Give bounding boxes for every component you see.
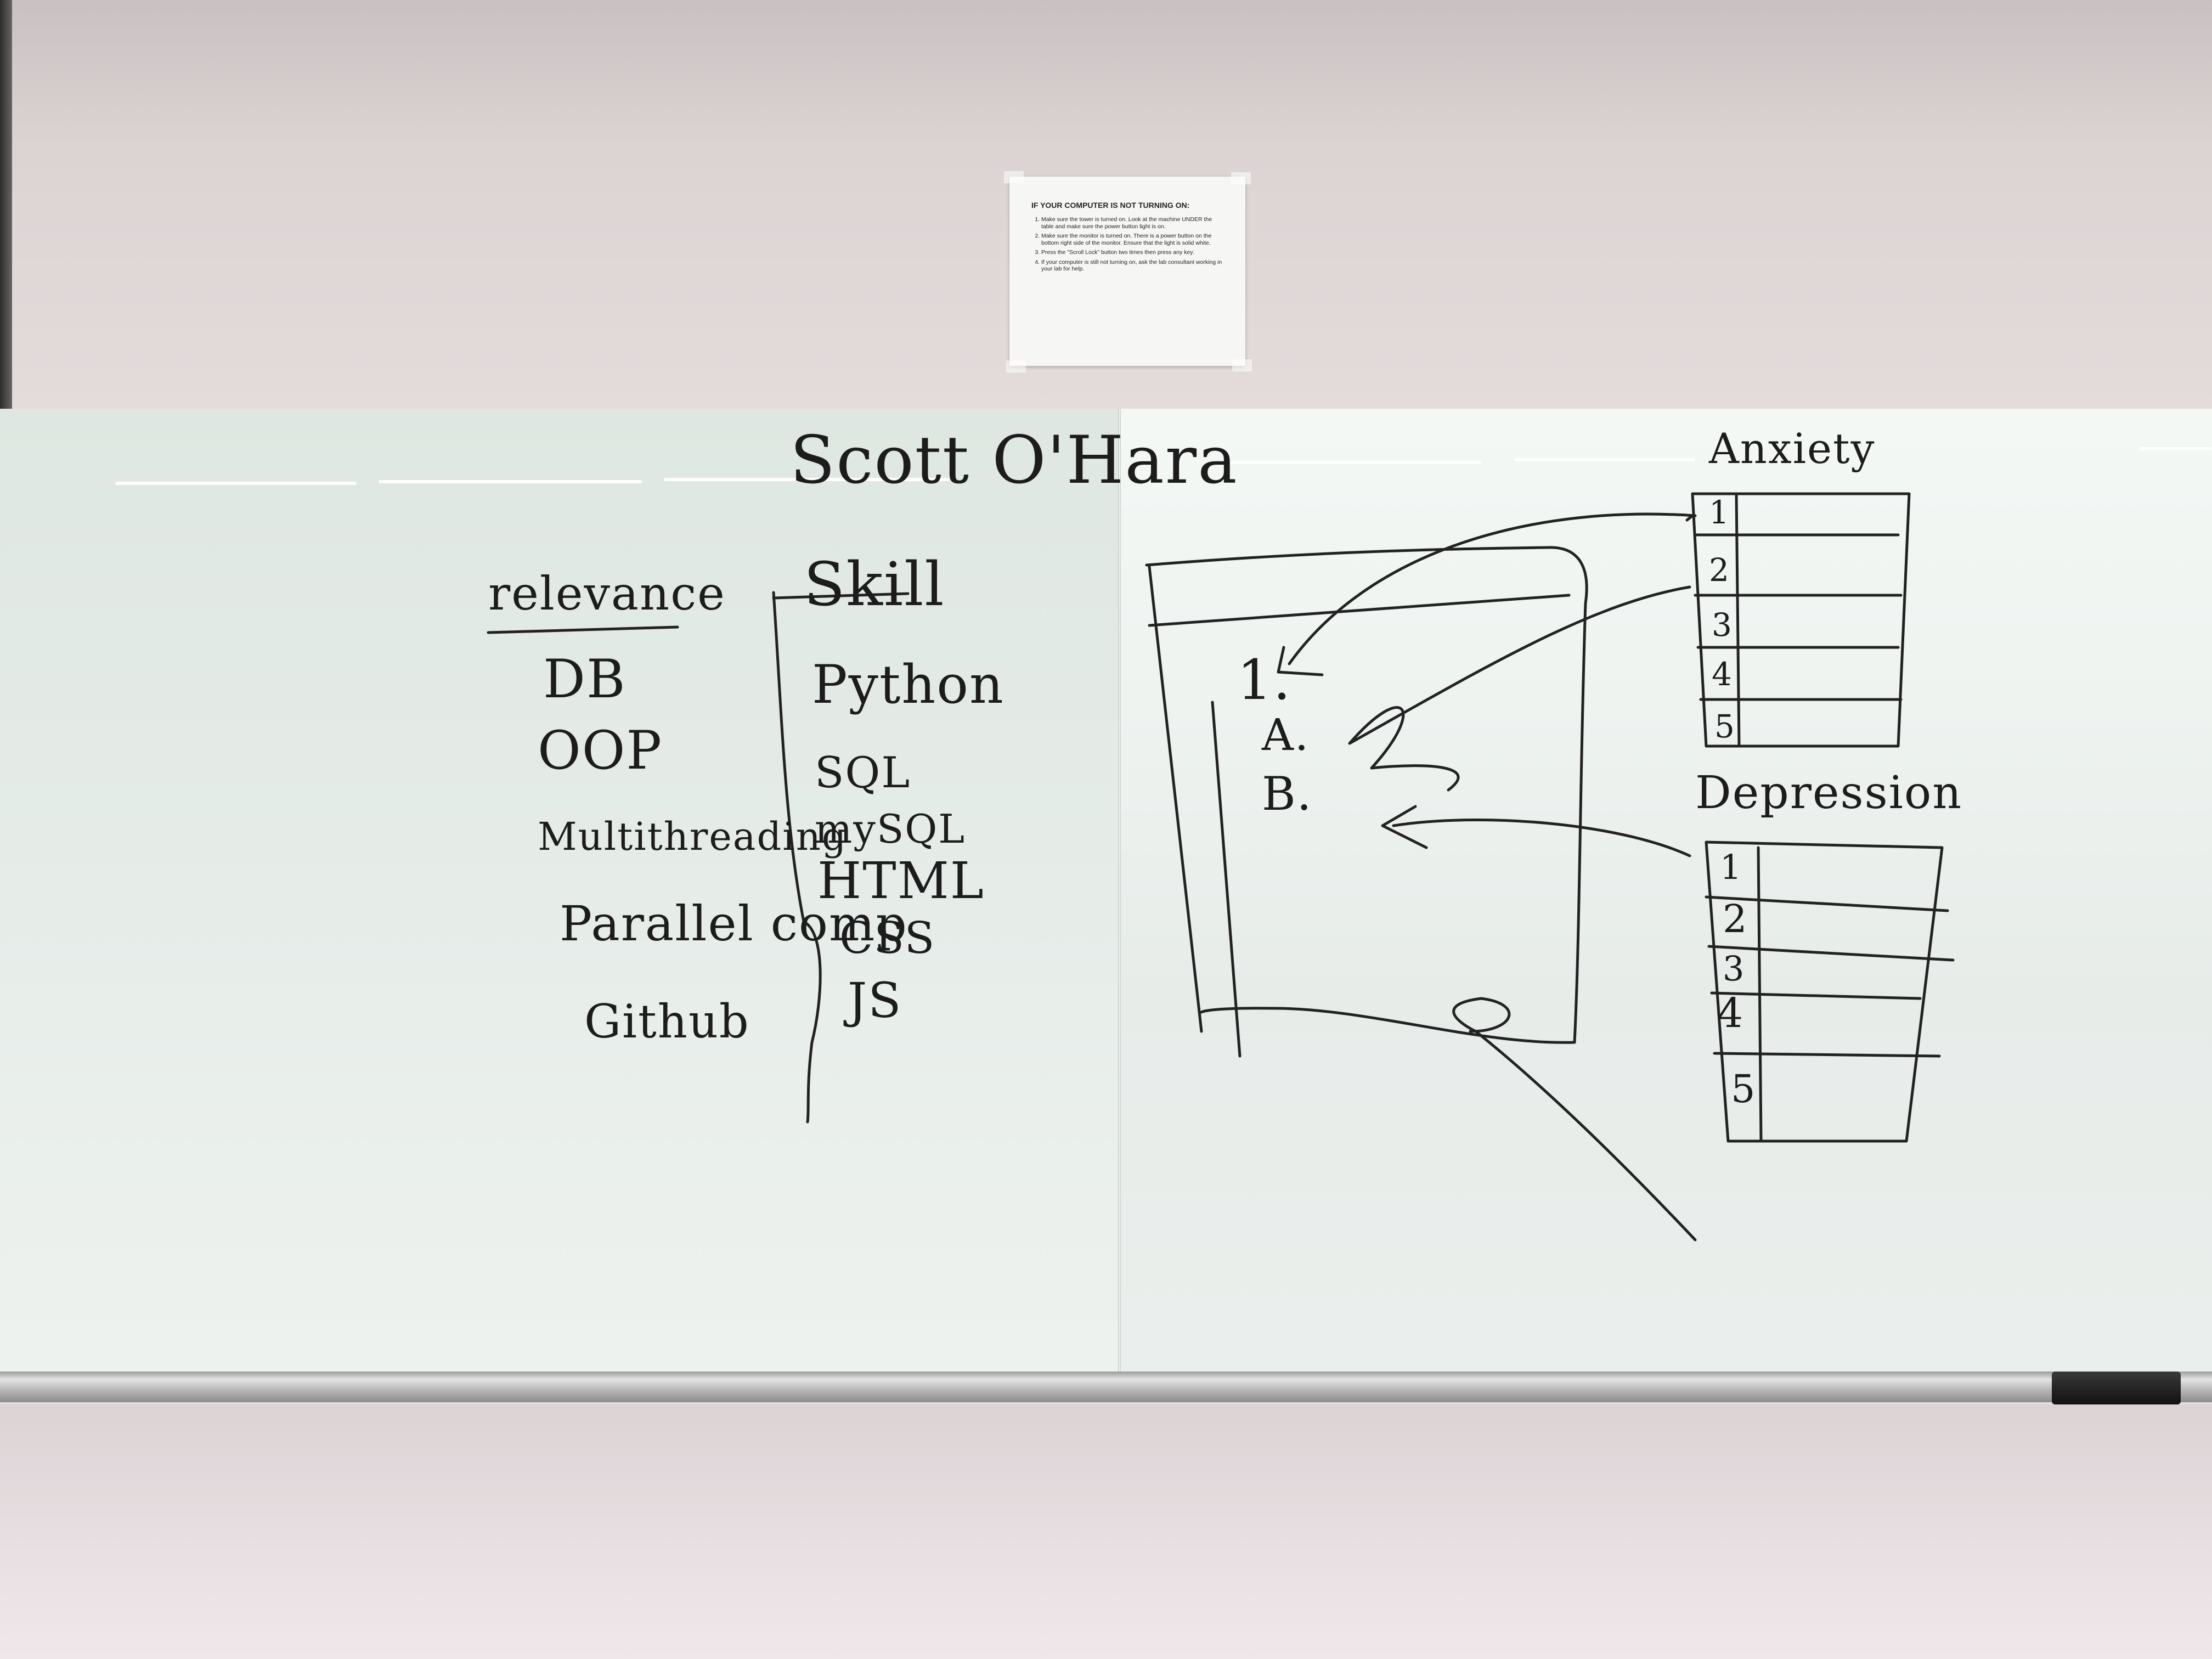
- column-divider: [772, 591, 822, 1124]
- anxiety-table-frame: [1691, 492, 1911, 748]
- depression-table-frame: [1705, 840, 1944, 1143]
- relevance-title: relevance: [488, 567, 726, 620]
- anxiety-row-number: 2: [1709, 551, 1730, 589]
- skill-item: Python: [812, 654, 1005, 715]
- eraser[interactable]: [2052, 1372, 2181, 1404]
- relevance-underline: [772, 592, 910, 600]
- depression-title: Depression: [1695, 767, 1963, 819]
- relevance-item: Multithreading: [538, 814, 848, 859]
- anxiety-title: Anxiety: [1709, 424, 1876, 473]
- arrow-depression-to-outline: [1381, 805, 1691, 857]
- depression-row-number: 5: [1731, 1066, 1757, 1111]
- marker-ledge: [0, 1372, 2212, 1402]
- panel-seam: [1118, 409, 1121, 1380]
- notice-steps: Make sure the tower is turned on. Look a…: [1031, 216, 1223, 273]
- outline-inner-line: [1148, 594, 1571, 627]
- notice-step: Make sure the monitor is turned on. Ther…: [1041, 233, 1223, 246]
- notice-step: Make sure the tower is turned on. Look a…: [1041, 216, 1223, 230]
- depression-row-number: 1: [1720, 847, 1743, 887]
- depression-row-number: 4: [1717, 990, 1745, 1037]
- depression-row-number: 2: [1723, 896, 1748, 941]
- outline-box: [1145, 546, 1588, 1044]
- outline-item: A.: [1262, 709, 1310, 760]
- light-reflection: [115, 482, 357, 485]
- light-reflection: [1514, 458, 1695, 461]
- skill-item: HTML: [817, 851, 985, 910]
- heading-underline: [487, 625, 679, 634]
- notice-step: Press the "Scroll Lock" button two times…: [1041, 249, 1223, 256]
- outline-left-rule: [1211, 701, 1242, 1058]
- arrow-anxiety-to-outline: [1277, 512, 1697, 676]
- arrow-to-anxiety-row: [1685, 514, 1694, 522]
- light-reflection: [2140, 447, 2212, 450]
- depression-table-row: [1707, 945, 1955, 962]
- anxiety-row-number: 1: [1709, 494, 1730, 531]
- anxiety-row-number: 4: [1712, 656, 1733, 693]
- computer-help-notice: IF YOUR COMPUTER IS NOT TURNING ON: Make…: [1004, 171, 1252, 373]
- light-reflection: [1218, 461, 1481, 464]
- arrow-squiggle: [1348, 585, 1691, 792]
- depression-table-row: [1705, 895, 1949, 912]
- anxiety-table-col: [1735, 492, 1741, 748]
- notice-step: If your computer is still not turning on…: [1041, 259, 1223, 273]
- skill-item: SQL: [815, 748, 911, 798]
- outline-item: B.: [1262, 767, 1313, 821]
- wall-lower: [0, 1404, 2212, 1659]
- skill-item: CSS: [839, 912, 936, 963]
- depression-table-row: [1713, 1052, 1941, 1058]
- anxiety-row-number: 5: [1714, 708, 1736, 745]
- heading-name: Scott O'Hara: [790, 422, 1238, 499]
- arrow-bottom-diagonal: [1452, 997, 1697, 1242]
- depression-table-row: [1710, 991, 1922, 1000]
- skill-item: mySQL: [815, 806, 966, 852]
- tape: [1231, 172, 1251, 184]
- relevance-item: OOP: [538, 720, 663, 781]
- whiteboard: [0, 409, 2212, 1380]
- relevance-item: Parallel comp: [560, 895, 908, 952]
- whiteboard-left-panel: [0, 409, 1119, 1380]
- relevance-item: Github: [584, 995, 750, 1048]
- notice-title: IF YOUR COMPUTER IS NOT TURNING ON:: [1031, 201, 1190, 210]
- tape: [1006, 360, 1026, 373]
- light-reflection: [379, 480, 642, 483]
- door-frame: [0, 0, 12, 510]
- light-reflection: [664, 478, 949, 481]
- anxiety-row-number: 3: [1712, 606, 1733, 644]
- tape: [1232, 359, 1252, 371]
- depression-row-number: 3: [1723, 949, 1746, 989]
- relevance-item: DB: [543, 648, 627, 710]
- skill-title: Skill: [804, 549, 945, 619]
- skill-item: JS: [848, 972, 902, 1029]
- outline-item: 1.: [1237, 648, 1292, 712]
- tape: [1004, 171, 1024, 183]
